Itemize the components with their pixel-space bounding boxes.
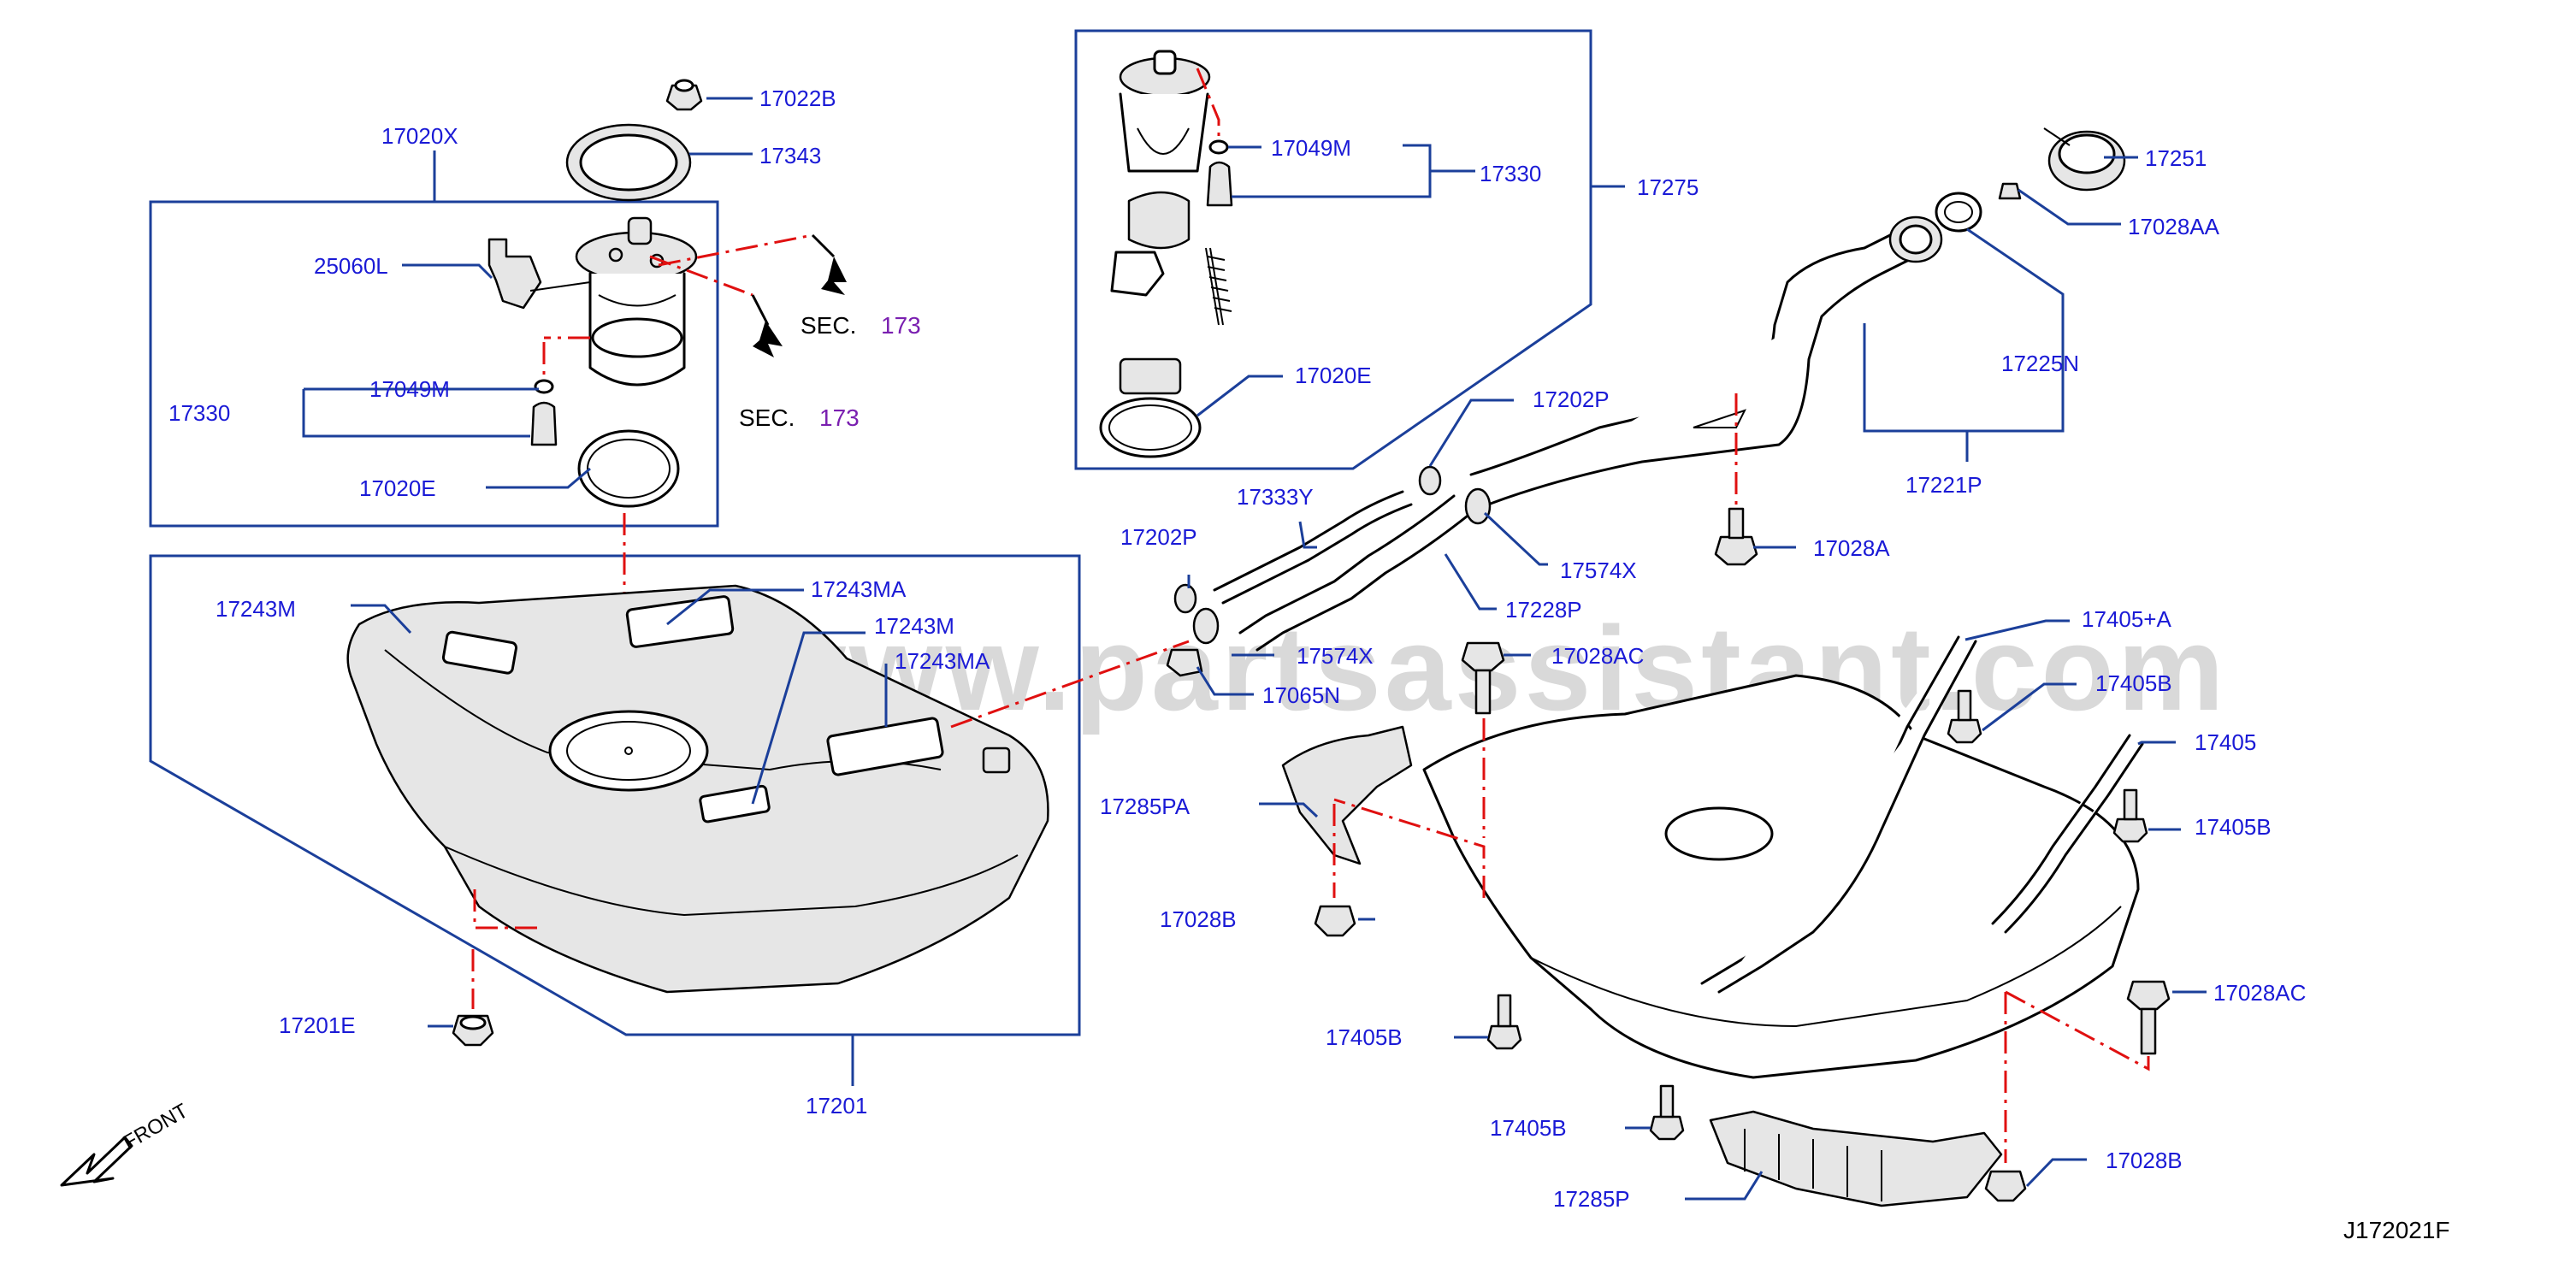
strap-17405 bbox=[1991, 734, 2144, 934]
bolt-17405B-d bbox=[1649, 1084, 1685, 1141]
label-17020E-b[interactable]: 17020E bbox=[1295, 363, 1372, 388]
sec-arrow-lower bbox=[751, 294, 783, 357]
label-17201E[interactable]: 17201E bbox=[279, 1012, 356, 1038]
filter-17330 bbox=[530, 401, 558, 446]
clamp-17574X-lower bbox=[1192, 607, 1220, 645]
label-17405[interactable]: 17405 bbox=[2195, 729, 2256, 755]
nut-17022B bbox=[665, 79, 703, 111]
filler-tube-17221P bbox=[1469, 215, 1943, 513]
reference-lines-pump bbox=[542, 233, 813, 744]
frame-fuel-tank bbox=[149, 554, 1081, 1086]
label-17405B-b[interactable]: 17405B bbox=[2195, 814, 2272, 840]
label-17028AC-a[interactable]: 17028AC bbox=[1551, 643, 1644, 669]
label-17201[interactable]: 17201 bbox=[806, 1093, 867, 1118]
reference-lines-right bbox=[1332, 718, 2150, 1163]
bolt-17028AC-lower bbox=[2126, 980, 2171, 1055]
front-label: FRONT bbox=[120, 1099, 192, 1154]
clamp-17202P-lower bbox=[1173, 583, 1197, 614]
gasket-17020E bbox=[577, 429, 680, 508]
label-17202P-b[interactable]: 17202P bbox=[1120, 524, 1197, 550]
label-17065N[interactable]: 17065N bbox=[1262, 682, 1340, 708]
label-17028A[interactable]: 17028A bbox=[1813, 535, 1890, 561]
o-ring-small-17049M bbox=[534, 379, 554, 394]
bolt-17405B-b bbox=[2112, 788, 2148, 843]
hose-connector-17065N bbox=[1166, 648, 1203, 677]
label-17049M-a[interactable]: 17049M bbox=[369, 376, 450, 402]
label-17243MA-b[interactable]: 17243MA bbox=[895, 648, 990, 674]
nut-17201E bbox=[452, 1014, 494, 1047]
label-17049M-b[interactable]: 17049M bbox=[1271, 135, 1351, 161]
label-17333Y[interactable]: 17333Y bbox=[1237, 484, 1314, 510]
label-17574X-b[interactable]: 17574X bbox=[1297, 643, 1374, 669]
clamp-17202P-upper bbox=[1418, 465, 1442, 496]
label-17405A[interactable]: 17405+A bbox=[2082, 606, 2171, 632]
label-17243M-b[interactable]: 17243M bbox=[874, 613, 954, 639]
part-labels: 17020X 17022B 17343 25060L 17330 17049M … bbox=[168, 86, 2306, 1212]
sec-number-lower[interactable]: 173 bbox=[819, 404, 860, 431]
fuel-cap-17251 bbox=[2043, 127, 2126, 192]
label-17243M-a[interactable]: 17243M bbox=[216, 596, 296, 622]
fuel-tank-right bbox=[1422, 674, 2140, 1079]
sender-unit-25060L bbox=[487, 238, 591, 310]
label-17020X[interactable]: 17020X bbox=[381, 123, 458, 149]
bolt-17405B-a bbox=[1947, 689, 1982, 744]
label-17028B-a[interactable]: 17028B bbox=[1160, 906, 1237, 932]
label-17343[interactable]: 17343 bbox=[759, 143, 821, 168]
hose-17228P bbox=[1238, 494, 1473, 652]
strap-17405-A bbox=[1700, 635, 1977, 994]
label-17251[interactable]: 17251 bbox=[2145, 145, 2207, 171]
sec-arrow-upper bbox=[811, 233, 847, 295]
bolt-17405B-c bbox=[1486, 994, 1522, 1050]
label-17202P-a[interactable]: 17202P bbox=[1533, 387, 1610, 412]
sec-label-upper: SEC. bbox=[801, 312, 856, 339]
bolt-17028A bbox=[1714, 507, 1758, 566]
fuel-pump-module bbox=[575, 216, 698, 387]
label-17405B-a[interactable]: 17405B bbox=[2095, 670, 2172, 696]
label-17020E-a[interactable]: 17020E bbox=[359, 475, 436, 501]
label-17228P[interactable]: 17228P bbox=[1505, 597, 1582, 623]
filler-ring-17225N bbox=[1935, 192, 1982, 233]
hose-17333Y bbox=[1213, 490, 1413, 605]
label-17028AC-b[interactable]: 17028AC bbox=[2213, 980, 2306, 1006]
pump-detail-parts bbox=[1099, 50, 1233, 458]
frame-pump-detail bbox=[1074, 29, 1625, 470]
frame-fuel-pump-assembly bbox=[149, 151, 719, 528]
label-17405B-d[interactable]: 17405B bbox=[1490, 1115, 1567, 1141]
sec-number-upper[interactable]: 173 bbox=[881, 312, 921, 339]
bolt-17028AC-upper bbox=[1461, 641, 1505, 715]
clamp-17574X-upper bbox=[1464, 487, 1492, 525]
label-17330-a[interactable]: 17330 bbox=[168, 400, 230, 426]
label-17225N[interactable]: 17225N bbox=[2001, 351, 2079, 376]
sec-label-lower: SEC. bbox=[739, 404, 795, 431]
nut-17028B-b bbox=[1984, 1170, 2027, 1202]
nut-17028B-a bbox=[1314, 905, 1356, 937]
screw-17028AA bbox=[1998, 182, 2022, 200]
leader-lines bbox=[302, 97, 2207, 1201]
fuel-tank-17201 bbox=[346, 584, 1190, 1009]
heat-shield-17285P bbox=[1709, 1110, 2003, 1207]
label-17028AA[interactable]: 17028AA bbox=[2128, 214, 2220, 239]
label-17405B-c[interactable]: 17405B bbox=[1326, 1024, 1403, 1050]
label-17285PA[interactable]: 17285PA bbox=[1100, 794, 1191, 819]
front-arrow-icon bbox=[60, 1136, 133, 1187]
label-17243MA-a[interactable]: 17243MA bbox=[811, 576, 907, 602]
label-17221P[interactable]: 17221P bbox=[1905, 472, 1982, 498]
label-17275[interactable]: 17275 bbox=[1637, 174, 1699, 200]
label-17028B-b[interactable]: 17028B bbox=[2106, 1148, 2183, 1173]
retainer-ring-17343 bbox=[565, 123, 692, 202]
label-17285P[interactable]: 17285P bbox=[1553, 1186, 1630, 1212]
label-17022B[interactable]: 17022B bbox=[759, 86, 836, 111]
label-17574X-a[interactable]: 17574X bbox=[1560, 558, 1637, 583]
label-25060L[interactable]: 25060L bbox=[314, 253, 388, 279]
heat-shield-17285PA bbox=[1281, 725, 1413, 865]
diagram-code: J172021F bbox=[2343, 1217, 2450, 1243]
label-17330-b[interactable]: 17330 bbox=[1480, 161, 1541, 186]
